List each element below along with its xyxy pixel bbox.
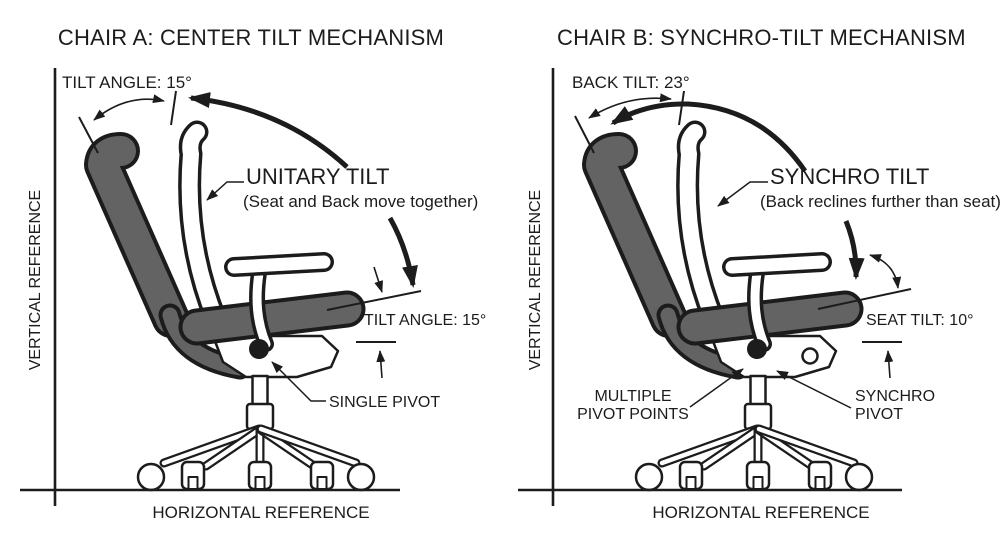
chair-b-title: CHAIR B: SYNCHRO-TILT MECHANISM [557, 25, 966, 50]
chair-b-seat-tilt-label: SEAT TILT: 10° [866, 312, 974, 329]
chair-a-axes [20, 68, 400, 506]
multiple-pivot-leader [689, 368, 744, 408]
seat-tilt-line [817, 288, 912, 310]
chair-b-synchro-pivot-label: SYNCHRO PIVOT [855, 388, 935, 425]
chair-b-back-tilt-label: BACK TILT: 23° [572, 73, 690, 92]
chair-a-seat-tilt-label: TILT ANGLE: 15° [364, 312, 487, 329]
tilt-motion-arrow-lower [387, 216, 418, 288]
seat-datum-arrow [884, 350, 894, 379]
tilted-reference-line [78, 116, 99, 154]
chair-b-multiple-pivot-label: MULTIPLE PIVOT POINTS [563, 388, 703, 425]
tilt-motion-arrow-upper [188, 92, 349, 169]
chair-a-mechanism-sublabel: (Seat and Back move together) [243, 192, 479, 211]
tilt-angle-arc [93, 94, 165, 121]
upright-tick [170, 90, 177, 126]
synchro-pivot-line2: PIVOT [855, 406, 904, 424]
tilt-motion-arrow-upper [610, 101, 808, 173]
synchro-pivot-leader [776, 370, 852, 409]
chair-b-panel [518, 68, 912, 506]
chair-a-pivot-label: SINGLE PIVOT [329, 394, 441, 411]
seat-tilt-line [326, 290, 422, 311]
chair-a-vertical-axis-label: VERTICAL REFERENCE [27, 189, 44, 371]
chair-a-back-tilt-label: TILT ANGLE: 15° [62, 73, 192, 92]
chair-a-dimensions [78, 90, 422, 402]
chair-a-panel [20, 68, 422, 506]
single-pivot-leader [271, 361, 326, 402]
synchro-pivot-line1: SYNCHRO [855, 388, 936, 405]
tilt-motion-arrow-lower [843, 220, 865, 280]
chair-a-horizontal-axis-label: HORIZONTAL REFERENCE [152, 503, 370, 522]
chair-b-vertical-axis-label: VERTICAL REFERENCE [527, 189, 544, 371]
upright-tick [678, 90, 685, 126]
back-tilt-arc [588, 93, 672, 119]
tilted-reference-line [574, 115, 595, 154]
seat-angle-arc [869, 254, 902, 289]
seat-angle-arrow [373, 266, 383, 293]
seat-datum-arrow [376, 350, 386, 379]
multiple-pivot-line1: MULTIPLE [594, 388, 672, 405]
chair-a-title: CHAIR A: CENTER TILT MECHANISM [57, 25, 445, 50]
synchro-tilt-leader [717, 181, 768, 207]
chair-b-mechanism-sublabel: (Back reclines further than seat) [760, 192, 1000, 211]
chair-b-horizontal-axis-label: HORIZONTAL REFERENCE [652, 503, 870, 522]
chair-a-mechanism-label: UNITARY TILT [246, 164, 390, 189]
multiple-pivot-line2: PIVOT POINTS [577, 406, 689, 424]
chair-b-dimensions [574, 90, 912, 409]
synchro-secondary-pivot [801, 347, 819, 365]
chair-b-mechanism-label: SYNCHRO TILT [770, 164, 930, 189]
chair-b-axes [518, 68, 902, 506]
unitary-tilt-leader [206, 181, 244, 201]
